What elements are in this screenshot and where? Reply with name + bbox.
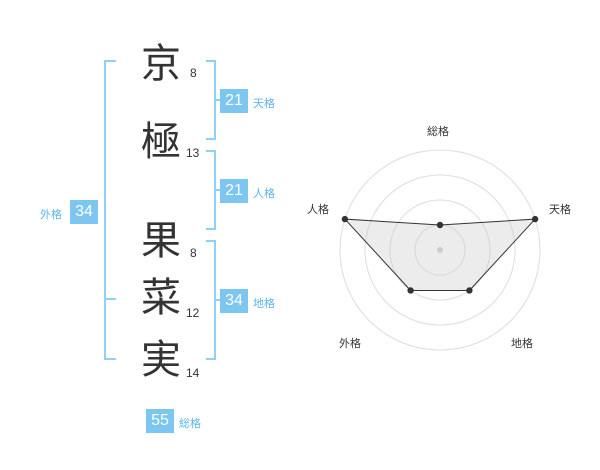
chikaku-badge: 34 (220, 289, 248, 313)
radar-polygon (343, 218, 537, 291)
name-char-5: 実 (141, 337, 181, 383)
radar-label-gaikaku: 外格 (339, 337, 361, 350)
gaikaku-badge: 34 (70, 200, 98, 224)
jinkaku-badge: 21 (220, 179, 248, 203)
chikaku-connector (216, 299, 220, 301)
soukaku-badge: 55 (146, 409, 174, 433)
radar-point-3 (466, 287, 473, 294)
stroke-count-3: 8 (190, 246, 197, 260)
name-char-3: 果 (141, 218, 181, 264)
name-char-2: 極 (141, 119, 181, 165)
radar-label-jinkaku: 人格 (307, 203, 329, 216)
radar-point-5 (341, 215, 349, 223)
radar-label-chikaku: 地格 (511, 337, 533, 350)
name-char-4: 菜 (141, 275, 181, 321)
stroke-count-1: 8 (190, 66, 197, 80)
radar-ring-3 (364, 174, 516, 326)
jinkaku-label: 人格 (253, 187, 275, 200)
jinkaku-bracket (206, 150, 216, 230)
name-char-1: 京 (141, 41, 181, 87)
gaikaku-label: 外格 (40, 208, 62, 221)
tenkaku-label: 天格 (253, 97, 275, 110)
soukaku-label: 総格 (179, 417, 201, 430)
jinkaku-connector (216, 189, 220, 191)
tenkaku-bracket (206, 60, 216, 140)
radar-label-tenkaku: 天格 (549, 203, 571, 216)
tenkaku-badge: 21 (220, 89, 248, 113)
tenkaku-connector (216, 99, 220, 101)
stroke-count-4: 12 (186, 306, 200, 320)
chikaku-label: 地格 (253, 297, 275, 310)
radar-ring-4 (339, 149, 541, 351)
radar-center-dot (437, 247, 443, 253)
radar-label-soukaku: 総格 (427, 125, 449, 138)
gaikaku-bracket (104, 60, 116, 360)
radar-point-4 (407, 287, 414, 294)
radar-ring-2 (389, 199, 491, 301)
radar-point-1 (436, 221, 444, 229)
stroke-count-5: 14 (186, 366, 200, 380)
chikaku-bracket (206, 240, 216, 360)
gaikaku-split-tick (104, 298, 116, 300)
stroke-count-2: 13 (186, 146, 200, 160)
radar-point-2 (531, 215, 539, 223)
